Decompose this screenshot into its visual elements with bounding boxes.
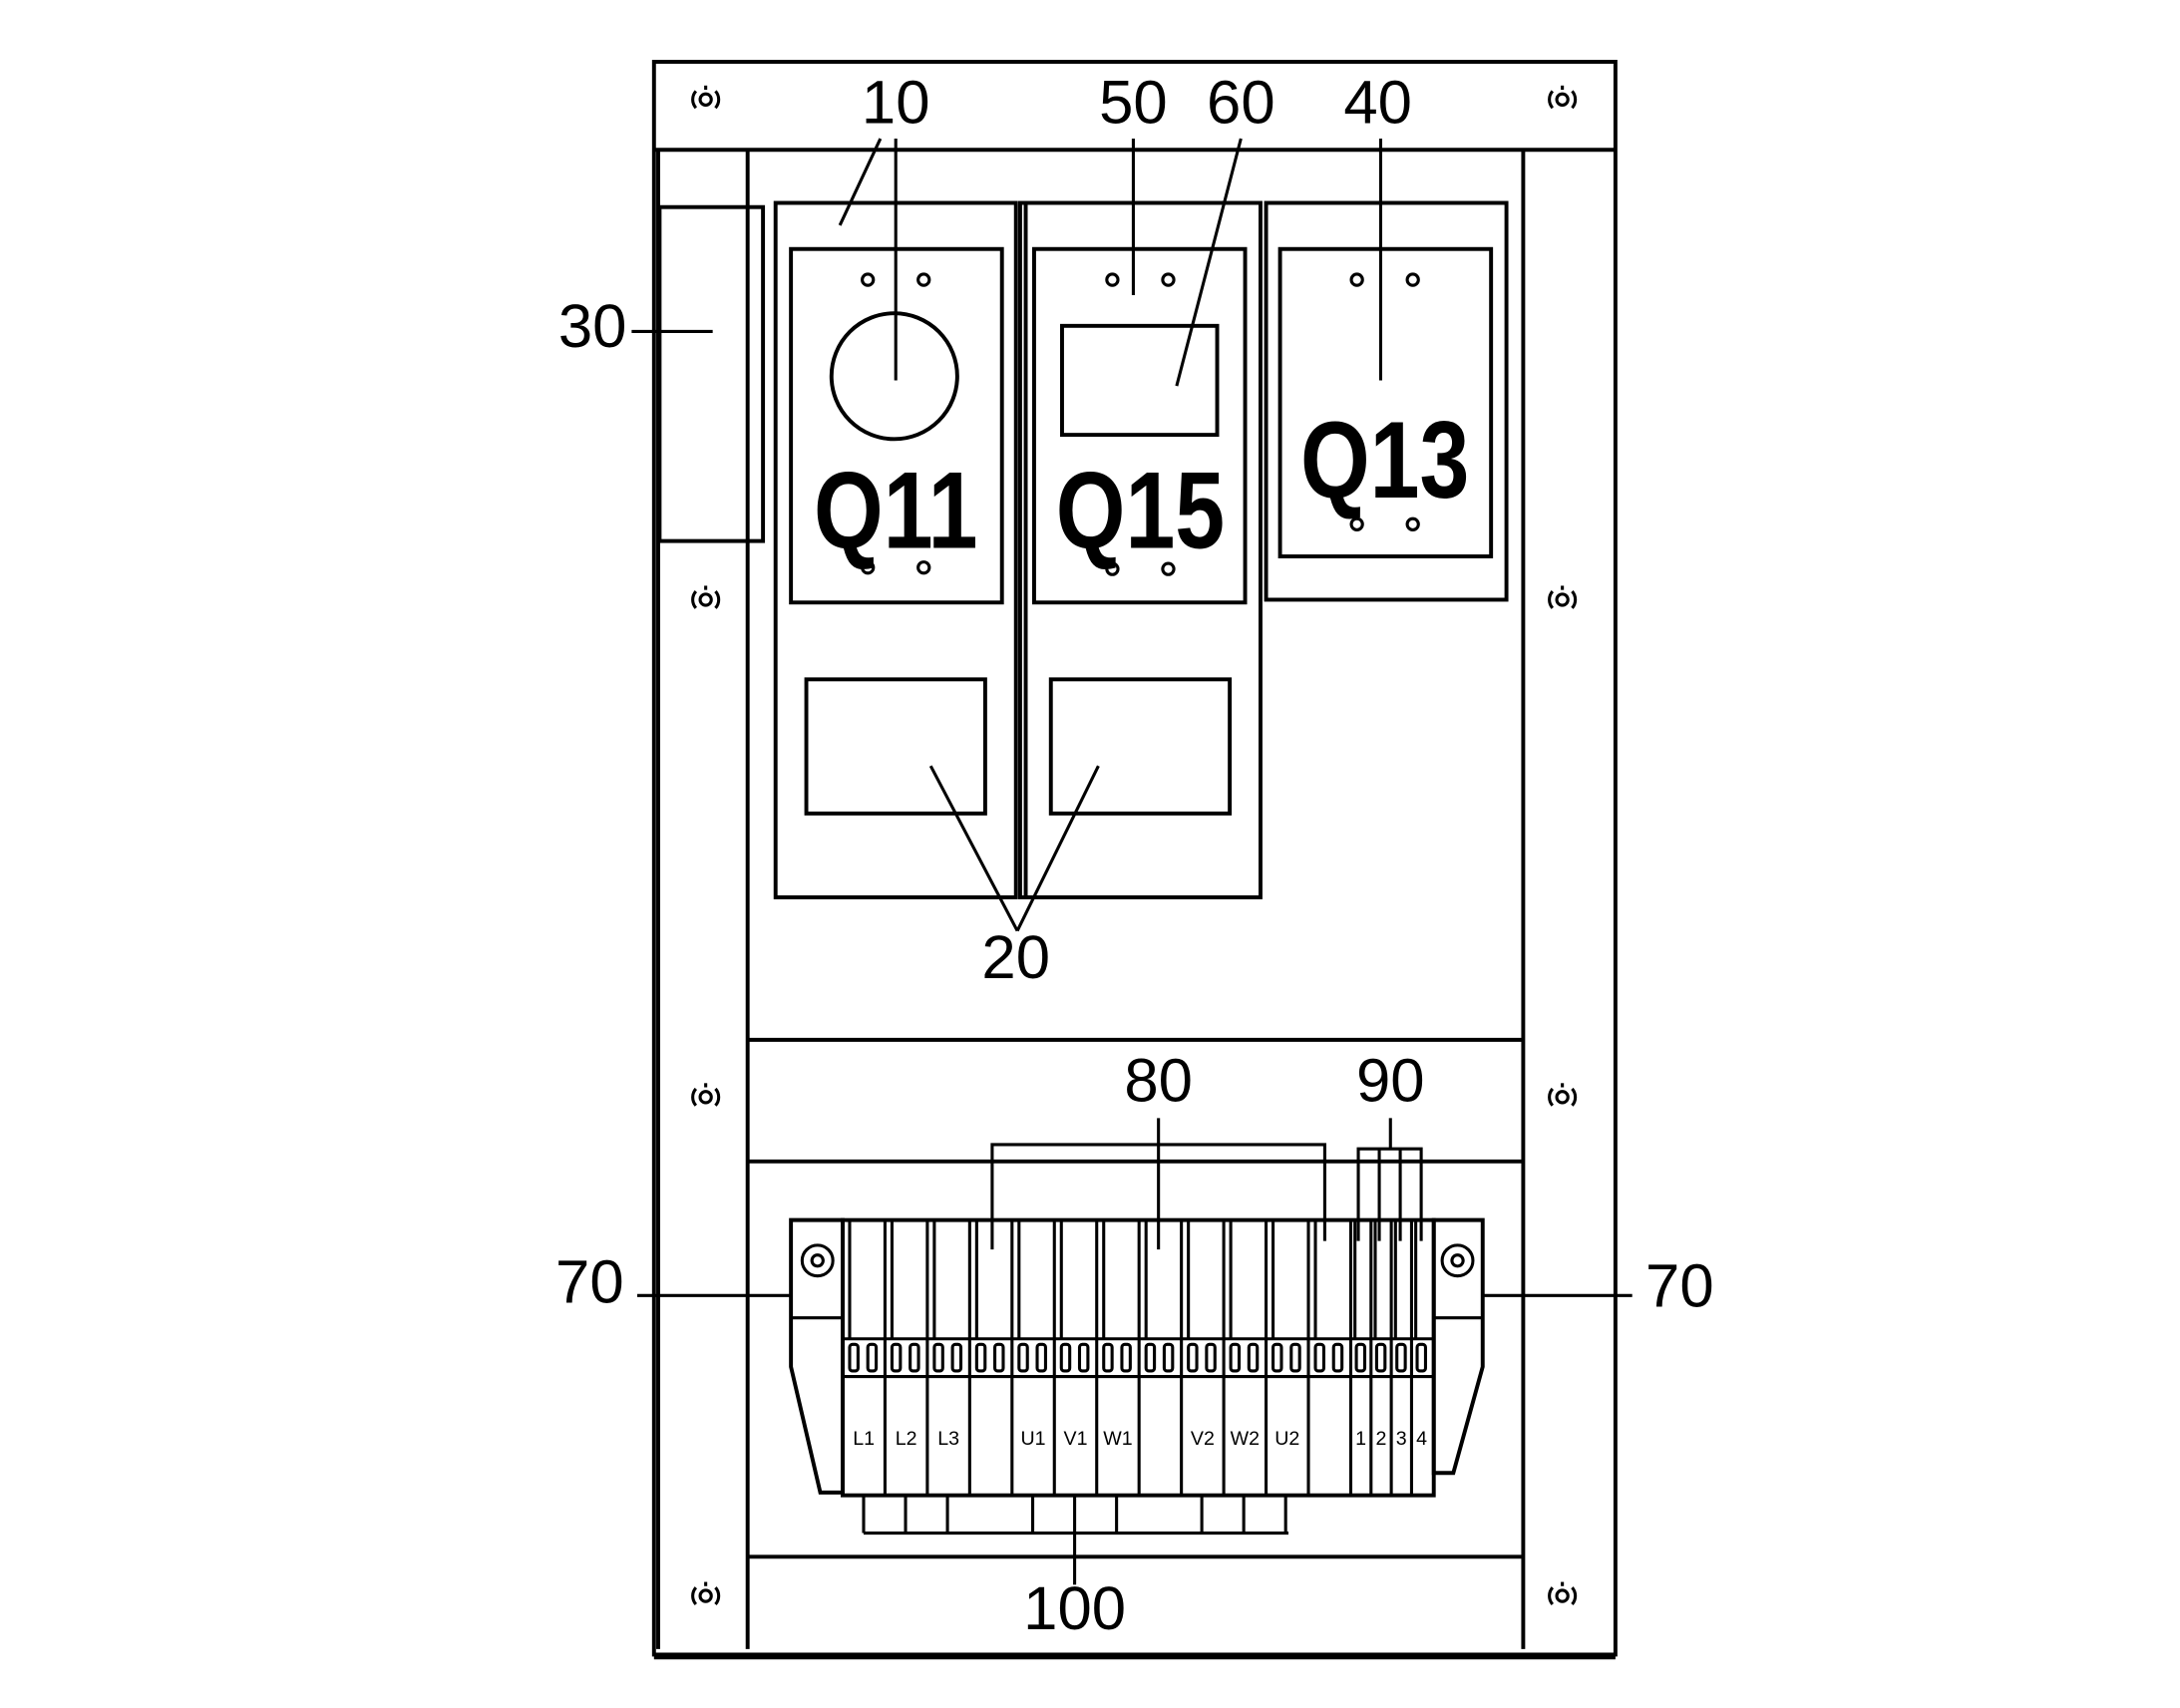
terminal-label: L1: [853, 1428, 875, 1450]
terminal-slot: [932, 1342, 944, 1373]
screw-icon: [1548, 85, 1578, 110]
terminal-slot: [993, 1342, 1005, 1373]
screw-icon: [691, 85, 721, 110]
ref-80: 80: [1124, 1047, 1193, 1116]
side-module-30: [657, 204, 766, 543]
ref-20: 20: [981, 923, 1050, 992]
terminal-slot: [1162, 1342, 1175, 1373]
terminal-label: 1: [1355, 1428, 1366, 1450]
terminal-slot: [1017, 1342, 1029, 1373]
terminal-label: L3: [937, 1428, 959, 1450]
terminal-slot: [848, 1342, 860, 1373]
module-q13: [1264, 200, 1509, 602]
terminal-slot: [1354, 1342, 1367, 1373]
display-window: [1060, 323, 1220, 438]
terminal-slot: [1102, 1342, 1114, 1373]
bracket-screw-icon: [800, 1243, 835, 1278]
terminal-slot: [1120, 1342, 1132, 1373]
terminal-slot: [1272, 1342, 1283, 1373]
device-label-q15: Q15: [1056, 451, 1225, 571]
terminal-label: W2: [1231, 1428, 1260, 1450]
terminal-slot: [1289, 1342, 1301, 1373]
ref-70-right: 70: [1645, 1252, 1714, 1321]
ref-60: 60: [1207, 69, 1275, 138]
module-q15: [1017, 200, 1263, 899]
terminal-label: W1: [1103, 1428, 1132, 1450]
terminal-slot: [1313, 1342, 1325, 1373]
terminal-slot: [1331, 1342, 1344, 1373]
reference-numerals: 10 50 60 40 30 20 80 90 70 70 100: [555, 69, 1714, 1644]
terminal-label: V2: [1191, 1428, 1215, 1450]
terminal-slot: [1187, 1342, 1199, 1373]
device-label-q13: Q13: [1300, 401, 1469, 521]
terminal-label: U2: [1274, 1428, 1299, 1450]
terminal-label: 2: [1376, 1428, 1387, 1450]
terminal-slot: [1374, 1342, 1387, 1373]
terminal-slot: [1144, 1342, 1157, 1373]
terminal-label: U1: [1020, 1428, 1045, 1450]
terminal-slot: [1059, 1342, 1072, 1373]
terminal-slot: [974, 1342, 987, 1373]
ref-100: 100: [1023, 1574, 1126, 1643]
terminal-slot: [1035, 1342, 1047, 1373]
terminal-slot: [1247, 1342, 1260, 1373]
terminal-label: V1: [1063, 1428, 1087, 1450]
screw-icon: [691, 585, 721, 609]
terminal-slot: [1395, 1342, 1407, 1373]
terminal-slot: [1077, 1342, 1090, 1373]
screw-icon: [1548, 1083, 1578, 1107]
ref-50: 50: [1099, 69, 1168, 138]
screw-icon: [1548, 1581, 1578, 1606]
terminal-label: L2: [896, 1428, 917, 1450]
mounting-screws: [691, 85, 1578, 1606]
screw-icon: [691, 1581, 721, 1606]
terminal-slot: [1415, 1342, 1427, 1373]
leader-lines: [631, 138, 1633, 1585]
ref-90: 90: [1356, 1047, 1425, 1116]
terminal-slot: [1229, 1342, 1242, 1373]
terminal-slot: [866, 1342, 879, 1373]
ref-10: 10: [862, 69, 930, 138]
terminal-label: 3: [1396, 1428, 1407, 1450]
cabinet-frame: [651, 60, 1618, 1660]
screw-icon: [1548, 585, 1578, 609]
screw-icon: [691, 1083, 721, 1107]
ref-40: 40: [1343, 69, 1412, 138]
terminal-slot: [1205, 1342, 1217, 1373]
terminal-label: 4: [1416, 1428, 1427, 1450]
device-label-q11: Q11: [814, 451, 977, 571]
ref-70-left: 70: [555, 1247, 624, 1316]
terminal-slot: [950, 1342, 963, 1373]
bracket-screw-icon: [1440, 1243, 1475, 1278]
terminal-slot: [890, 1342, 903, 1373]
ref-30: 30: [558, 292, 627, 361]
terminal-slot: [908, 1342, 920, 1373]
